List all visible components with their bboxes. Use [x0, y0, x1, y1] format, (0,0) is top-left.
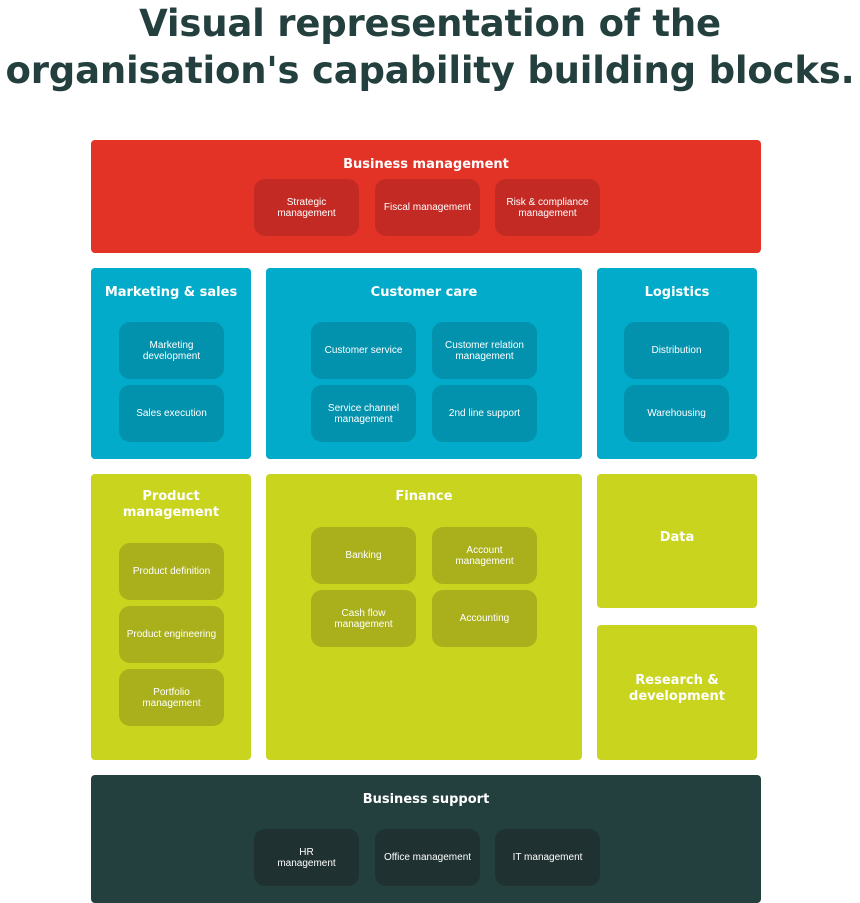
- block-customer-care: Customer care Customer service Customer …: [266, 268, 582, 459]
- block-business-support: Business support HR management Office ma…: [91, 775, 761, 903]
- capability-cash-flow-management: Cash flow management: [311, 590, 416, 647]
- capability-strategic-management: Strategic management: [254, 179, 359, 236]
- capability-banking: Banking: [311, 527, 416, 584]
- page-title-line-1: Visual representation of the: [139, 2, 721, 45]
- capability-service-channel-management: Service channel management: [311, 385, 416, 442]
- capability-risk-compliance-management: Risk & compliance management: [495, 179, 600, 236]
- capability-office-management: Office management: [375, 829, 480, 886]
- capability-warehousing: Warehousing: [624, 385, 729, 442]
- block-title-logistics: Logistics: [644, 285, 710, 300]
- block-title-finance: Finance: [395, 489, 453, 504]
- capability-it-management: IT management: [495, 829, 600, 886]
- block-title-research-development: Research & development: [629, 673, 725, 704]
- block-title-marketing-sales: Marketing & sales: [104, 285, 238, 300]
- block-title-data: Data: [659, 530, 695, 545]
- capability-product-definition: Product definition: [119, 543, 224, 600]
- capability-account-management: Account management: [432, 527, 537, 584]
- capability-customer-relation-management: Customer relation management: [432, 322, 537, 379]
- block-product-management: Product management Product definition Pr…: [91, 474, 251, 760]
- capability-sales-execution: Sales execution: [119, 385, 224, 442]
- block-data: Data: [597, 474, 757, 608]
- block-logistics: Logistics Distribution Warehousing: [597, 268, 757, 459]
- capability-2nd-line-support: 2nd line support: [432, 385, 537, 442]
- block-title-business-management: Business management: [343, 157, 509, 172]
- block-finance: Finance Banking Account management Cash …: [266, 474, 582, 760]
- capability-marketing-development: Marketing development: [119, 322, 224, 379]
- block-title-business-support: Business support: [362, 792, 490, 807]
- block-title-product-management: Product management: [122, 489, 220, 520]
- block-business-management: Business management Strategic management…: [91, 140, 761, 253]
- block-marketing-sales: Marketing & sales Marketing development …: [91, 268, 251, 459]
- capability-customer-service: Customer service: [311, 322, 416, 379]
- capability-portfolio-management: Portfolio management: [119, 669, 224, 726]
- block-title-customer-care: Customer care: [370, 285, 478, 300]
- capability-hr-management: HR management: [254, 829, 359, 886]
- page-title-line-2: organisation's capability building block…: [5, 49, 855, 92]
- capability-fiscal-management: Fiscal management: [375, 179, 480, 236]
- block-research-development: Research & development: [597, 625, 757, 760]
- capability-distribution: Distribution: [624, 322, 729, 379]
- capability-product-engineering: Product engineering: [119, 606, 224, 663]
- capability-accounting: Accounting: [432, 590, 537, 647]
- page-title: Visual representation of the organisatio…: [0, 0, 860, 94]
